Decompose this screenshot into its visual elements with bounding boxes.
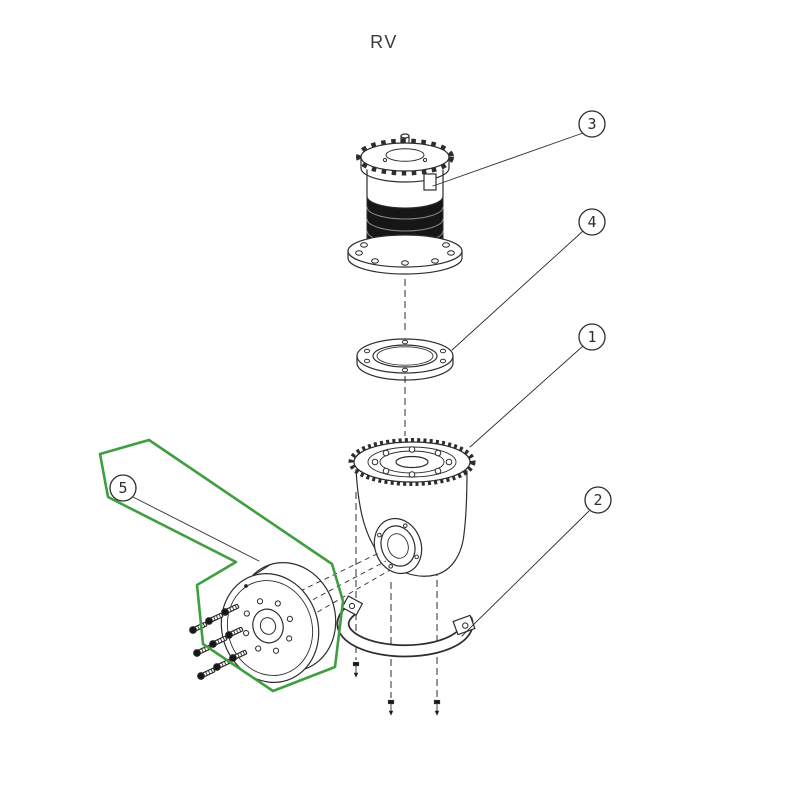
drum-hub (243, 598, 293, 654)
callout-4[interactable]: 4 (578, 208, 606, 236)
terminal-plate (423, 173, 437, 191)
part-5-highlight[interactable] (98, 438, 345, 693)
callout-circle-5[interactable] (109, 474, 137, 502)
callout-circle-4[interactable] (578, 208, 606, 236)
callout-label-4: 4 (587, 213, 596, 231)
output-port (373, 517, 423, 575)
callout-label-1: 1 (587, 328, 596, 346)
part-4-ring (356, 338, 454, 381)
leader-line-1 (469, 345, 584, 448)
callout-circle-1[interactable] (578, 323, 606, 351)
leader-lines (132, 132, 590, 637)
alignment-lines (291, 551, 391, 622)
drawing-title: RV (370, 32, 398, 52)
leader-line-4 (451, 230, 584, 351)
callout-circle-3[interactable] (578, 110, 606, 138)
leader-line-3 (432, 132, 584, 187)
callout-2[interactable]: 2 (584, 486, 612, 514)
serrated-rim (348, 438, 476, 486)
callout-3[interactable]: 3 (578, 110, 606, 138)
callout-5[interactable]: 5 (109, 474, 137, 502)
part-5-drum (220, 562, 337, 683)
gear-teeth-ring (356, 138, 454, 176)
callout-circle-2[interactable] (584, 486, 612, 514)
fastener-screws (352, 661, 441, 716)
part-1-housing (348, 438, 476, 577)
callout-label-3: 3 (587, 115, 596, 133)
callout-label-2: 2 (593, 491, 602, 509)
part-2-bracket (336, 595, 476, 658)
callout-label-5: 5 (118, 479, 127, 497)
part-3-motor (347, 133, 463, 275)
leader-line-2 (461, 510, 590, 637)
callout-1[interactable]: 1 (578, 323, 606, 351)
leader-line-5 (132, 496, 260, 562)
